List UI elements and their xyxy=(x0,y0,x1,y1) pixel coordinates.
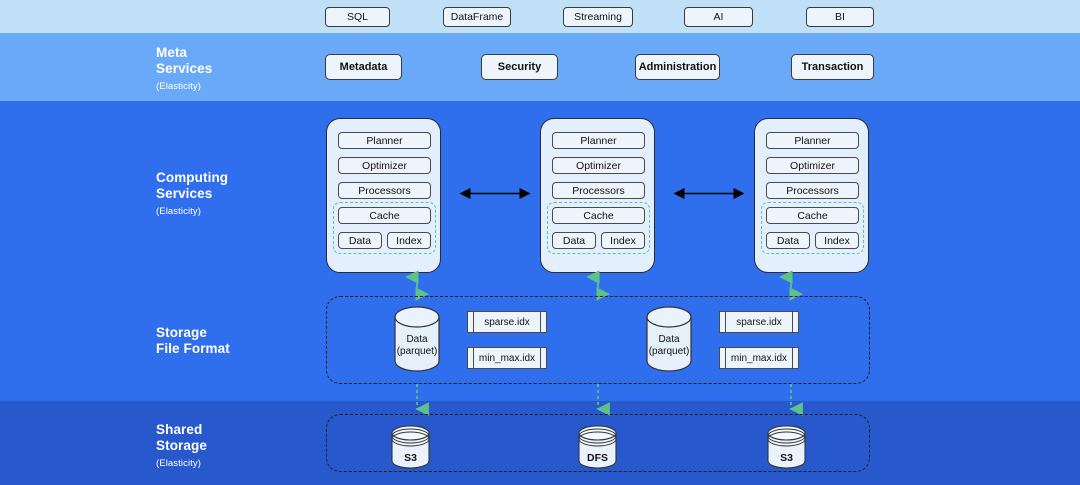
file-icon-left-bar xyxy=(467,347,474,369)
compute-node-3-data[interactable]: Data xyxy=(766,232,810,249)
compute-node-1-optimizer[interactable]: Optimizer xyxy=(338,157,431,174)
file-icon-left-bar xyxy=(719,347,726,369)
row-label-meta-line2: Services xyxy=(156,61,213,76)
node-link-arrow-2-3 xyxy=(673,187,745,200)
compute-node-2-cache-group xyxy=(547,202,650,254)
compute-node-3-cache[interactable]: Cache xyxy=(766,207,859,224)
parquet-data-cylinder-1[interactable]: Data (parquet) xyxy=(393,306,441,372)
band-interfaces xyxy=(0,0,1080,33)
disk-stack-icon xyxy=(391,425,430,469)
node-link-arrow-1-2 xyxy=(459,187,531,200)
row-label-shared-line1: Shared xyxy=(156,422,203,437)
file-icon-left-bar xyxy=(467,311,474,333)
compute-node-2-index[interactable]: Index xyxy=(601,232,645,249)
row-label-shared-sub: (Elasticity) xyxy=(156,458,202,469)
compute-node-2-cache[interactable]: Cache xyxy=(552,207,645,224)
compute-node-1-index[interactable]: Index xyxy=(387,232,431,249)
row-label-meta-sub: (Elasticity) xyxy=(156,81,202,92)
parquet-label-line1: Data xyxy=(406,334,428,345)
min-max-idx-label-1: min_max.idx xyxy=(474,347,540,369)
cylinder-icon xyxy=(646,306,692,372)
parquet-data-cylinder-2-label: Data (parquet) xyxy=(645,334,693,358)
interface-button-streaming[interactable]: Streaming xyxy=(563,7,633,27)
parquet-label-line2: (parquet) xyxy=(648,346,690,357)
meta-button-metadata[interactable]: Metadata xyxy=(325,54,402,80)
compute-node-1[interactable]: Planner Optimizer Processors Cache Data … xyxy=(326,118,441,273)
shared-storage-disk-2[interactable]: DFS xyxy=(577,424,618,469)
row-label-computing-services: Computing Services (Elasticity) xyxy=(156,170,228,220)
sparse-idx-file-1[interactable]: sparse.idx xyxy=(467,311,547,333)
row-label-storage-line2: File Format xyxy=(156,341,230,356)
flow-arrow-storage3-shared xyxy=(789,384,803,416)
row-label-shared-line2: Storage xyxy=(156,438,207,453)
shared-storage-disk-3[interactable]: S3 xyxy=(766,424,807,469)
row-label-meta-line1: Meta xyxy=(156,45,188,60)
row-label-shared-storage: Shared Storage (Elasticity) xyxy=(156,422,207,472)
interface-button-sql[interactable]: SQL xyxy=(325,7,390,27)
parquet-data-cylinder-2[interactable]: Data (parquet) xyxy=(645,306,693,372)
disk-stack-icon xyxy=(578,425,617,469)
flow-arrow-compute2-storage xyxy=(586,270,610,301)
row-label-compute-line2: Services xyxy=(156,186,213,201)
compute-node-1-cache[interactable]: Cache xyxy=(338,207,431,224)
compute-node-1-processors[interactable]: Processors xyxy=(338,182,431,199)
file-icon-right-bar xyxy=(540,311,547,333)
meta-button-security[interactable]: Security xyxy=(481,54,558,80)
row-label-compute-sub: (Elasticity) xyxy=(156,206,202,217)
meta-button-administration[interactable]: Administration xyxy=(635,54,720,80)
compute-node-1-inner: Planner Optimizer Processors Cache Data … xyxy=(327,119,442,274)
compute-node-3-inner: Planner Optimizer Processors Cache Data … xyxy=(755,119,870,274)
file-icon-right-bar xyxy=(792,311,799,333)
interface-button-ai[interactable]: AI xyxy=(684,7,753,27)
row-label-storage-line1: Storage xyxy=(156,325,207,340)
row-label-storage-file-format: Storage File Format xyxy=(156,325,230,357)
sparse-idx-label-1: sparse.idx xyxy=(474,311,540,333)
flow-arrow-storage2-shared xyxy=(596,384,610,416)
file-icon-left-bar xyxy=(719,311,726,333)
compute-node-3[interactable]: Planner Optimizer Processors Cache Data … xyxy=(754,118,869,273)
interface-button-dataframe[interactable]: DataFrame xyxy=(443,7,511,27)
shared-storage-container xyxy=(326,414,870,472)
shared-storage-disk-2-label: DFS xyxy=(587,452,608,464)
disk-stack-icon xyxy=(767,425,806,469)
parquet-label-line1: Data xyxy=(658,334,680,345)
compute-node-1-cache-group xyxy=(333,202,436,254)
compute-node-3-index[interactable]: Index xyxy=(815,232,859,249)
min-max-idx-label-2: min_max.idx xyxy=(726,347,792,369)
parquet-data-cylinder-1-label: Data (parquet) xyxy=(393,334,441,358)
row-label-meta-services: Meta Services (Elasticity) xyxy=(156,45,212,95)
compute-node-2-processors[interactable]: Processors xyxy=(552,182,645,199)
compute-node-2[interactable]: Planner Optimizer Processors Cache Data … xyxy=(540,118,655,273)
cylinder-icon xyxy=(394,306,440,372)
min-max-idx-file-1[interactable]: min_max.idx xyxy=(467,347,547,369)
sparse-idx-file-2[interactable]: sparse.idx xyxy=(719,311,799,333)
parquet-label-line2: (parquet) xyxy=(396,346,438,357)
flow-arrow-compute1-storage xyxy=(405,270,429,301)
compute-node-2-data[interactable]: Data xyxy=(552,232,596,249)
shared-storage-disk-3-label: S3 xyxy=(780,452,793,464)
compute-node-1-data[interactable]: Data xyxy=(338,232,382,249)
compute-node-3-cache-group xyxy=(761,202,864,254)
shared-storage-disk-1[interactable]: S3 xyxy=(390,424,431,469)
flow-arrow-storage1-shared xyxy=(415,384,429,416)
compute-node-2-planner[interactable]: Planner xyxy=(552,132,645,149)
shared-storage-disk-1-label: S3 xyxy=(404,452,417,464)
min-max-idx-file-2[interactable]: min_max.idx xyxy=(719,347,799,369)
flow-arrow-compute3-storage xyxy=(779,270,803,301)
sparse-idx-label-2: sparse.idx xyxy=(726,311,792,333)
file-icon-right-bar xyxy=(792,347,799,369)
compute-node-3-optimizer[interactable]: Optimizer xyxy=(766,157,859,174)
compute-node-2-inner: Planner Optimizer Processors Cache Data … xyxy=(541,119,656,274)
meta-button-transaction[interactable]: Transaction xyxy=(791,54,874,80)
compute-node-2-optimizer[interactable]: Optimizer xyxy=(552,157,645,174)
file-icon-right-bar xyxy=(540,347,547,369)
compute-node-3-processors[interactable]: Processors xyxy=(766,182,859,199)
interface-button-bi[interactable]: BI xyxy=(806,7,874,27)
compute-node-1-planner[interactable]: Planner xyxy=(338,132,431,149)
row-label-compute-line1: Computing xyxy=(156,170,229,185)
compute-node-3-planner[interactable]: Planner xyxy=(766,132,859,149)
storage-file-format-container xyxy=(326,296,870,384)
